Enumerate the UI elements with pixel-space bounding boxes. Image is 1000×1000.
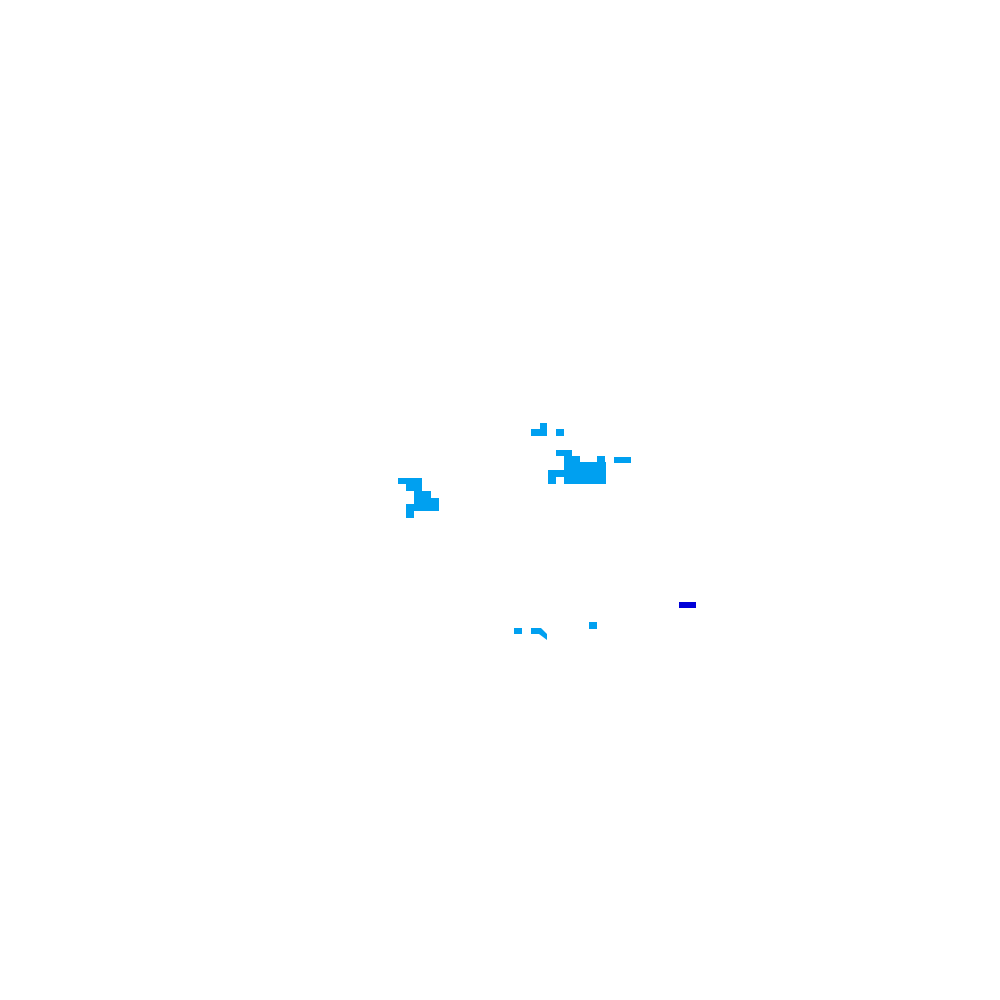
precip-cell — [406, 504, 439, 511]
precip-cell — [548, 470, 606, 477]
precip-cell — [589, 622, 597, 629]
precip-cell — [540, 423, 547, 429]
intense-cell — [679, 602, 696, 608]
precip-cell — [414, 491, 431, 498]
precip-cell — [398, 478, 422, 484]
precip-cell — [406, 484, 422, 491]
precip-cell — [597, 456, 605, 462]
precip-cell — [531, 628, 539, 634]
precip-cell — [564, 462, 606, 470]
precipitation-layer — [398, 423, 631, 640]
precip-cell — [564, 456, 580, 462]
precip-cell — [414, 498, 439, 504]
precip-cell — [531, 429, 547, 436]
precip-cell — [556, 429, 564, 436]
precip-cell — [406, 511, 414, 518]
precip-cell — [614, 457, 631, 463]
precip-cell — [514, 628, 522, 634]
precip-cell — [536, 628, 547, 640]
precip-cell — [548, 477, 556, 484]
intense-precipitation-layer — [679, 602, 696, 608]
precip-cell — [556, 450, 572, 456]
precip-cell — [564, 477, 606, 484]
